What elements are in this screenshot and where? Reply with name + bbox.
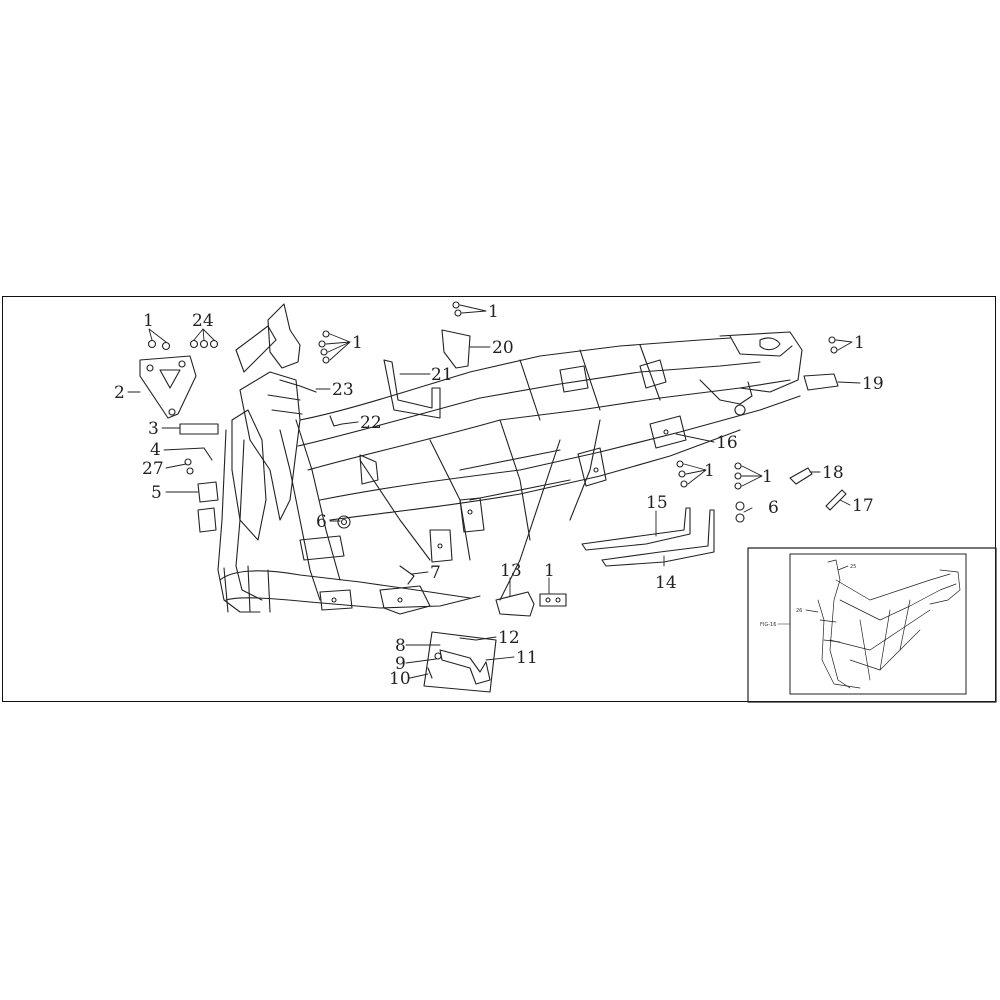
stand-parts-box: [423, 631, 497, 693]
diagram-panel: [2, 296, 996, 702]
callout-14: 14: [655, 573, 677, 593]
inset-label-left: FIG-16: [760, 622, 776, 628]
callout-24: 24: [192, 311, 214, 331]
callout-1: 1: [704, 461, 715, 481]
part-2-plate: [139, 355, 197, 419]
callout-18: 18: [822, 463, 844, 483]
callout-1: 1: [762, 467, 773, 487]
callout-17: 17: [852, 496, 874, 516]
part-17: [825, 489, 847, 511]
callout-23: 23: [332, 380, 354, 400]
callout-13: 13: [500, 561, 522, 581]
side-stand: [439, 649, 491, 685]
part-21-bracket: [383, 359, 441, 419]
leader-lines: [127, 304, 861, 679]
callout-9: 9: [395, 654, 406, 674]
callout-labels: 1 24 2 3 4 27 5 1 1 20 21 23 22 6 7 13 1…: [114, 302, 884, 689]
callout-1: 1: [488, 302, 499, 322]
callout-7: 7: [430, 563, 441, 583]
callout-19: 19: [862, 374, 884, 394]
part-20-bracket: [441, 329, 471, 369]
inset-label-b: 26: [796, 608, 802, 614]
part-19: [803, 373, 839, 391]
inset-box: FIG-16 25 26: [747, 547, 997, 703]
callout-12: 12: [498, 628, 520, 648]
part-15-stay: [581, 507, 691, 551]
part-14-stay: [601, 509, 715, 567]
part-5-bracket: [197, 481, 219, 503]
callout-27: 27: [142, 459, 164, 479]
callout-5: 5: [151, 483, 162, 503]
part-18: [789, 467, 813, 485]
callout-16: 16: [716, 433, 738, 453]
loose-parts: [139, 301, 847, 693]
bolt-icon: [147, 339, 157, 349]
callout-1: 1: [854, 333, 865, 353]
callout-20: 20: [492, 338, 514, 358]
callout-1: 1: [352, 333, 363, 353]
callout-11: 11: [516, 648, 538, 668]
inset-label-a: 25: [850, 564, 856, 570]
callout-4: 4: [150, 440, 161, 460]
callout-15: 15: [646, 493, 668, 513]
callout-6: 6: [316, 512, 327, 532]
callout-6: 6: [768, 498, 779, 518]
inset-frame-thumbnail: [805, 559, 961, 689]
part-1-plate: [539, 593, 567, 607]
callout-21: 21: [431, 365, 453, 385]
callout-1: 1: [544, 561, 555, 581]
callout-10: 10: [389, 669, 411, 689]
part-3-strip: [179, 423, 219, 435]
callout-1: 1: [143, 311, 154, 331]
callout-8: 8: [395, 636, 406, 656]
part-13-guard: [495, 591, 535, 617]
callout-2: 2: [114, 383, 125, 403]
callout-3: 3: [148, 419, 159, 439]
callout-22: 22: [360, 413, 382, 433]
main-frame: [197, 303, 803, 615]
